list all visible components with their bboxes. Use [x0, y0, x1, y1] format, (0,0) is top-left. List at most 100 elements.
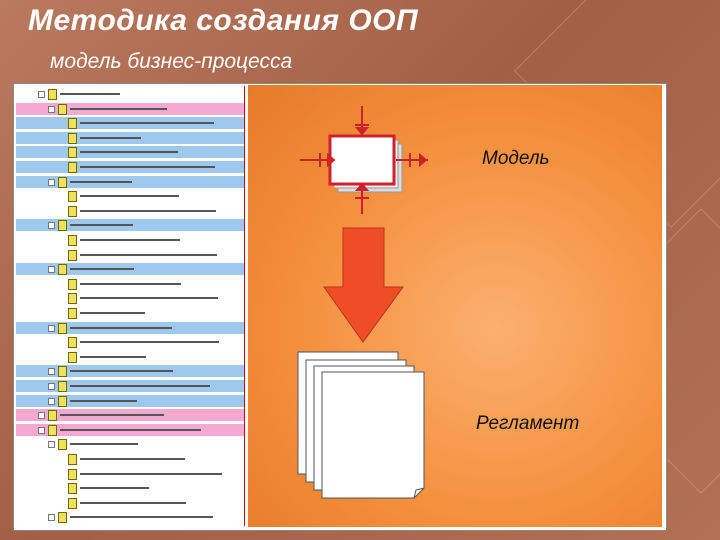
process-node-icon: [68, 205, 77, 217]
tree-row[interactable]: [16, 453, 244, 465]
tree-row-text-placeholder: [80, 501, 186, 504]
tree-row[interactable]: [16, 263, 244, 276]
tree-row[interactable]: [16, 102, 244, 115]
process-node-icon: [68, 454, 77, 465]
tree-row-text-placeholder: [60, 93, 120, 95]
tree-row[interactable]: [16, 380, 244, 392]
tree-row[interactable]: [16, 117, 244, 130]
tree-row[interactable]: [16, 131, 244, 144]
process-node-icon: [48, 424, 57, 436]
tree-row-text-placeholder: [80, 239, 180, 241]
tree-row[interactable]: [16, 409, 244, 422]
tree-row[interactable]: [16, 307, 244, 319]
tree-row-text-placeholder: [70, 443, 138, 446]
process-node-icon: [68, 249, 77, 261]
tree-row-text-placeholder: [60, 414, 164, 417]
tree-row[interactable]: [16, 394, 244, 407]
expand-toggle-icon[interactable]: [48, 324, 55, 332]
expand-toggle-icon[interactable]: [48, 368, 55, 376]
process-node-icon: [48, 410, 57, 422]
expand-toggle-icon[interactable]: [48, 266, 55, 274]
process-node-icon: [68, 337, 77, 349]
process-node-icon: [68, 497, 77, 509]
expand-toggle-icon[interactable]: [48, 441, 55, 449]
tree-row[interactable]: [16, 234, 244, 246]
reglament-label: Регламент: [476, 413, 580, 434]
tree-row-text-placeholder: [70, 370, 173, 373]
expand-toggle-icon[interactable]: [38, 412, 45, 420]
tree-row-text-placeholder: [70, 224, 133, 227]
process-node-icon: [68, 118, 77, 130]
tree-row-text-placeholder: [80, 472, 222, 475]
tree-row-text-placeholder: [70, 399, 137, 402]
process-node-icon: [68, 132, 77, 144]
process-node-icon: [58, 439, 67, 451]
tree-row[interactable]: [16, 351, 244, 363]
tree-row[interactable]: [16, 336, 244, 349]
process-node-icon: [58, 103, 67, 115]
slide-title: Методика создания ООП: [28, 4, 419, 37]
tree-row-text-placeholder: [80, 136, 141, 139]
expand-toggle-icon[interactable]: [48, 222, 55, 230]
tree-row[interactable]: [16, 175, 244, 188]
tree-row-text-placeholder: [80, 166, 215, 168]
process-node-icon: [58, 366, 67, 378]
tree-row[interactable]: [16, 161, 244, 173]
tree-row[interactable]: [16, 205, 244, 217]
tree-row-text-placeholder: [70, 107, 167, 110]
process-node-icon: [58, 512, 67, 524]
tree-row-text-placeholder: [80, 282, 181, 285]
slide-subtitle: модель бизнес-процесса: [50, 50, 293, 73]
tree-row[interactable]: [16, 497, 244, 509]
expand-toggle-icon[interactable]: [38, 426, 45, 434]
tree-row[interactable]: [16, 438, 244, 451]
expand-toggle-icon[interactable]: [48, 383, 55, 390]
tree-row-text-placeholder: [80, 122, 214, 125]
process-node-icon: [48, 89, 57, 100]
process-node-icon: [68, 308, 77, 319]
process-node-icon: [68, 293, 77, 305]
process-node-icon: [58, 220, 67, 232]
tree-row[interactable]: [16, 423, 244, 436]
process-node-icon: [58, 176, 67, 188]
process-node-icon: [58, 381, 67, 392]
expand-toggle-icon[interactable]: [48, 178, 55, 186]
tree-row-text-placeholder: [80, 487, 149, 490]
process-node-icon: [58, 322, 67, 334]
tree-row-text-placeholder: [60, 428, 201, 431]
process-node-icon: [58, 264, 67, 276]
tree-row[interactable]: [16, 292, 244, 305]
tree-row-text-placeholder: [80, 297, 218, 300]
tree-row-text-placeholder: [70, 516, 213, 519]
tree-row[interactable]: [16, 249, 244, 261]
tree-row[interactable]: [16, 88, 244, 100]
process-node-icon: [68, 147, 77, 159]
process-node-icon: [68, 468, 77, 480]
tree-row[interactable]: [16, 146, 244, 159]
tree-row-text-placeholder: [80, 355, 146, 358]
expand-toggle-icon[interactable]: [48, 397, 55, 405]
expand-toggle-icon[interactable]: [48, 105, 55, 113]
tree-row-text-placeholder: [80, 312, 145, 314]
process-node-icon: [68, 191, 77, 203]
tree-row-text-placeholder: [80, 195, 179, 198]
tree-row[interactable]: [16, 511, 244, 524]
process-node-icon: [68, 278, 77, 290]
tree-row-text-placeholder: [80, 253, 217, 256]
tree-row-text-placeholder: [80, 151, 178, 154]
tree-row[interactable]: [16, 219, 244, 232]
expand-toggle-icon[interactable]: [48, 514, 55, 522]
tree-row[interactable]: [16, 321, 244, 334]
tree-row[interactable]: [16, 365, 244, 378]
tree-row[interactable]: [16, 278, 244, 290]
process-node-icon: [58, 395, 67, 407]
tree-row-text-placeholder: [70, 268, 134, 271]
process-tree-view[interactable]: [16, 86, 245, 526]
expand-toggle-icon[interactable]: [38, 91, 45, 98]
process-node-icon: [68, 483, 77, 495]
tree-row[interactable]: [16, 190, 244, 203]
tree-row-text-placeholder: [70, 180, 132, 183]
tree-row[interactable]: [16, 468, 244, 480]
tree-row-text-placeholder: [70, 326, 172, 329]
tree-row[interactable]: [16, 482, 244, 495]
